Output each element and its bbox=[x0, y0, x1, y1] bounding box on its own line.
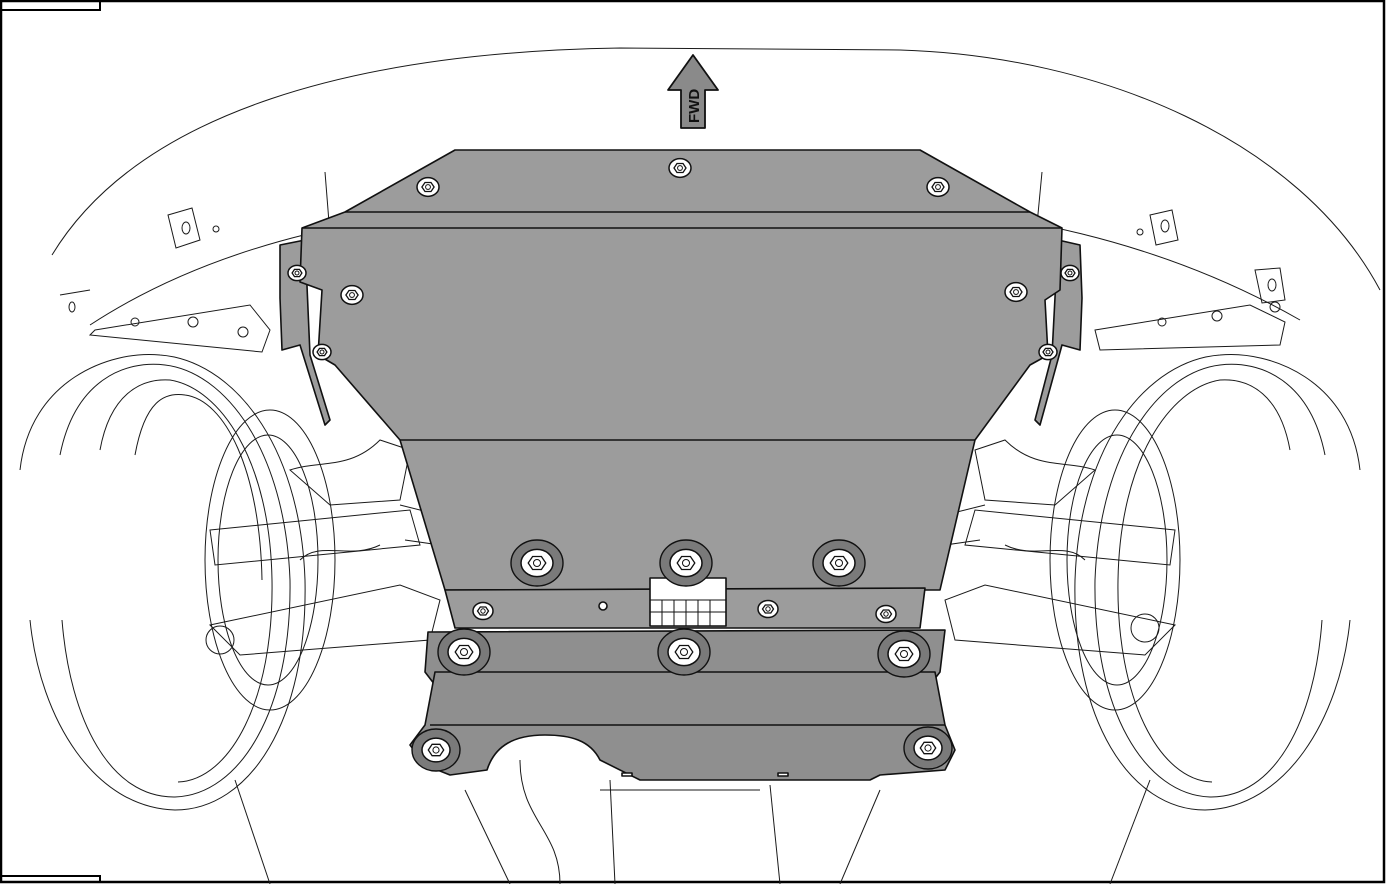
bolt-center bbox=[883, 611, 889, 617]
mounting-bolt bbox=[757, 599, 779, 619]
mounting-bolt bbox=[510, 539, 564, 587]
bolt-center bbox=[899, 649, 909, 659]
mounting-bolt bbox=[1004, 281, 1028, 303]
mounting-bolt bbox=[340, 284, 364, 306]
vehicle-line-art bbox=[19, 47, 1381, 884]
mounting-bolt bbox=[411, 728, 461, 772]
mounting-bolt bbox=[437, 628, 491, 676]
mounting-bolt bbox=[926, 176, 950, 198]
locator-hole bbox=[598, 601, 608, 611]
mounting-bolt bbox=[1038, 343, 1058, 361]
right-front-wheel bbox=[1049, 353, 1361, 811]
mounting-bolt bbox=[875, 604, 897, 624]
mounting-bolt bbox=[668, 157, 692, 179]
right-bracket bbox=[1094, 304, 1286, 351]
bolt-center bbox=[765, 606, 771, 612]
bolt-center bbox=[349, 292, 355, 298]
corner-tab-top bbox=[0, 1, 101, 11]
bolt-center bbox=[679, 647, 689, 657]
mounting-bolt bbox=[812, 539, 866, 587]
bolt-center bbox=[480, 608, 486, 614]
mounting-bolt bbox=[416, 176, 440, 198]
mounting-bolt bbox=[659, 539, 713, 587]
left-front-wheel bbox=[19, 353, 336, 811]
bolt-center bbox=[1067, 270, 1073, 276]
lower-skid-plate bbox=[409, 671, 956, 781]
bolt-center bbox=[532, 558, 542, 568]
bolt-center bbox=[681, 558, 691, 568]
mounting-bolt bbox=[287, 264, 307, 282]
bolt-center bbox=[1045, 349, 1051, 355]
right-suspension bbox=[944, 439, 1177, 656]
bolt-group bbox=[287, 157, 1080, 772]
bolt-center bbox=[294, 270, 300, 276]
bolt-center bbox=[459, 647, 469, 657]
bumper-outline bbox=[51, 47, 1381, 291]
fwd-label: FWD bbox=[686, 89, 703, 123]
mounting-bolt bbox=[657, 628, 711, 676]
bolt-center bbox=[1013, 289, 1019, 295]
drain-slot bbox=[777, 772, 789, 777]
mounting-bolt bbox=[1060, 264, 1080, 282]
left-bracket bbox=[88, 304, 271, 353]
vent-grille bbox=[650, 599, 726, 626]
skid-plate-upper bbox=[279, 149, 1083, 629]
mounting-bolt bbox=[312, 343, 332, 361]
bolt-center bbox=[677, 165, 683, 171]
mounting-bolt bbox=[472, 601, 494, 621]
bolt-center bbox=[319, 349, 325, 355]
bolt-center bbox=[425, 184, 431, 190]
bolt-center bbox=[935, 184, 941, 190]
bolt-center bbox=[834, 558, 844, 568]
drain-slot bbox=[621, 772, 633, 777]
corner-tab-bottom bbox=[0, 875, 101, 882]
bolt-center bbox=[924, 744, 932, 752]
mounting-bolt bbox=[877, 630, 931, 678]
bolt-center bbox=[432, 746, 440, 754]
mounting-bolt bbox=[903, 726, 953, 770]
forward-arrow-icon: FWD bbox=[667, 54, 719, 129]
